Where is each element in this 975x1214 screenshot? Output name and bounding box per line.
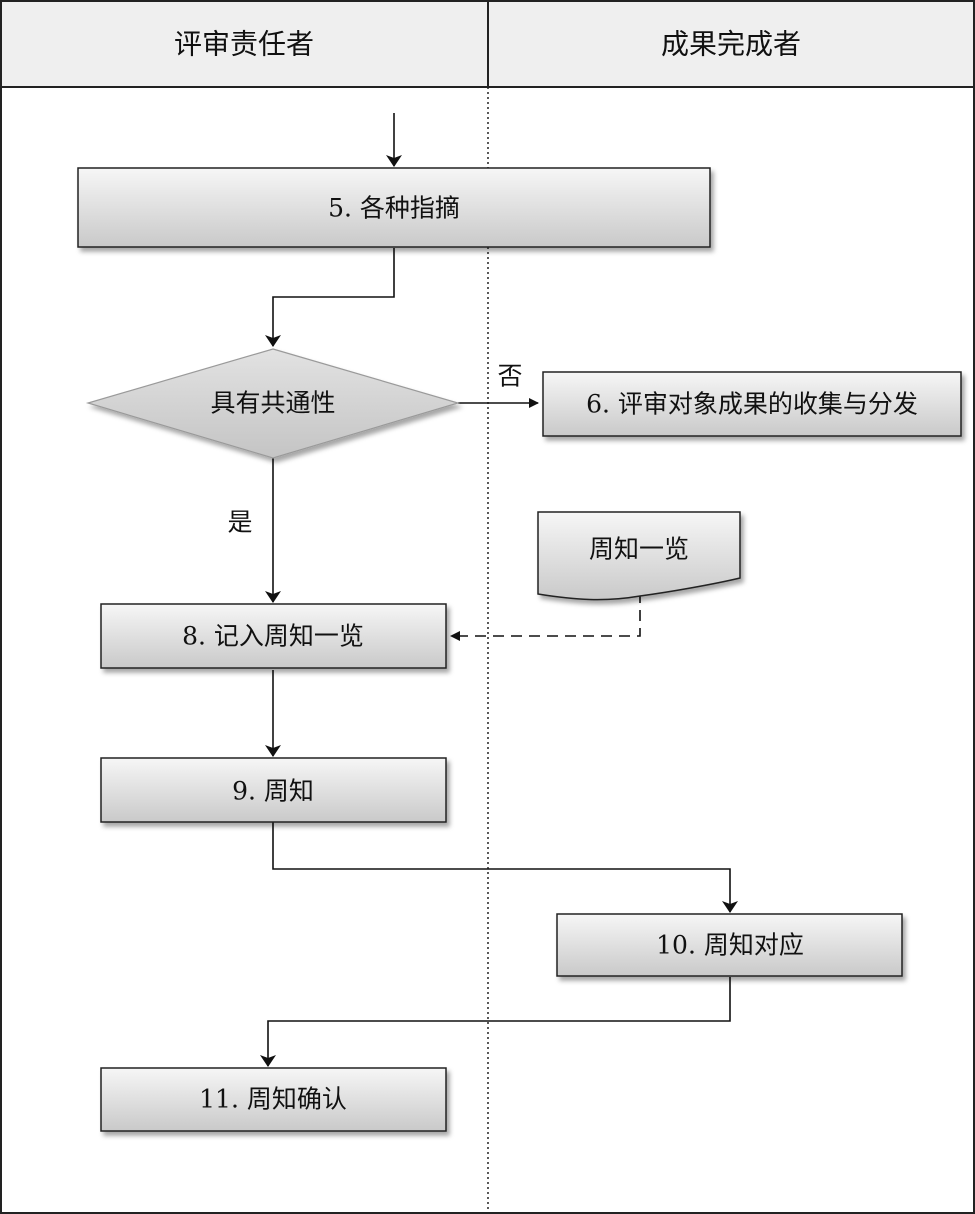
- process-step-6-label: 6. 评审对象成果的收集与分发: [586, 390, 918, 419]
- document-notice-list: 周知一览: [537, 511, 741, 601]
- edge-label-no: 否: [497, 362, 522, 391]
- decision-label: 具有共通性: [210, 389, 335, 418]
- decision-common: 具有共通性: [85, 348, 461, 459]
- process-step-5-label: 5. 各种指摘: [328, 194, 460, 223]
- process-step-8-label: 8. 记入周知一览: [182, 622, 364, 651]
- process-step-5: 5. 各种指摘: [77, 167, 711, 248]
- connector-step10-to-step11: [260, 977, 731, 1067]
- process-step-9-label: 9. 周知: [232, 777, 314, 806]
- process-step-9: 9. 周知: [100, 757, 447, 823]
- document-label: 周知一览: [589, 535, 689, 564]
- process-step-6: 6. 评审对象成果的收集与分发: [542, 371, 962, 437]
- edge-label-yes: 是: [227, 508, 252, 537]
- process-step-11-label: 11. 周知确认: [199, 1085, 347, 1114]
- process-step-10: 10. 周知对应: [556, 913, 903, 977]
- process-step-11: 11. 周知确认: [100, 1067, 447, 1132]
- process-step-10-label: 10. 周知对应: [656, 931, 804, 960]
- lane-title-reviewer: 评审责任者: [174, 28, 314, 61]
- lane-title-author: 成果完成者: [661, 28, 801, 61]
- process-step-8: 8. 记入周知一览: [100, 603, 447, 669]
- connector-step5-to-decision: [265, 248, 395, 347]
- connector-doc-to-step8: [450, 592, 641, 641]
- connector-step9-to-step10: [272, 822, 738, 913]
